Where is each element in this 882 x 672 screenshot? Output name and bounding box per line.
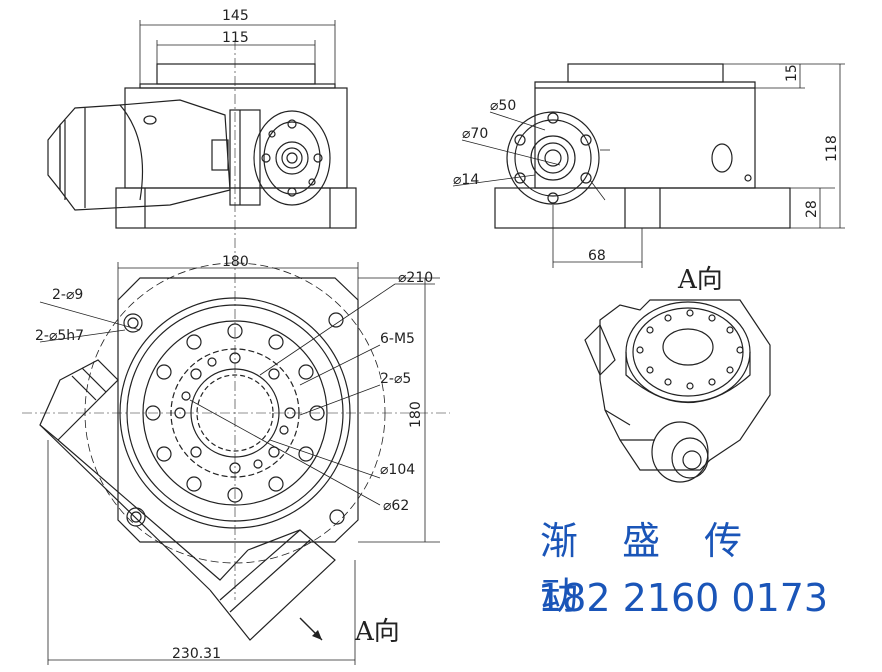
dim-115: 115: [222, 30, 249, 46]
iso-view: [584, 299, 771, 483]
dim-d210: ⌀210: [398, 270, 433, 286]
view-a-iso: A向: [677, 265, 723, 295]
dim-28: 28: [804, 200, 820, 218]
side-view: [452, 63, 845, 268]
brand-phone: 182 2160 0173: [538, 576, 829, 620]
dim-2d5: 2-⌀5: [380, 371, 411, 387]
dim-2d5h7: 2-⌀5h7: [35, 328, 84, 344]
dim-2d9: 2-⌀9: [52, 287, 83, 303]
dim-230: 230.31: [172, 646, 221, 662]
dim-d70: ⌀70: [462, 126, 488, 142]
dim-15: 15: [784, 64, 800, 82]
dim-d62: ⌀62: [383, 498, 409, 514]
dim-d104: ⌀104: [380, 462, 415, 478]
dim-d50: ⌀50: [490, 98, 516, 114]
dim-118: 118: [824, 135, 840, 162]
front-view: [47, 20, 357, 255]
dim-180-h: 180: [408, 401, 424, 428]
plan-view: [22, 255, 450, 665]
dim-d14: ⌀14: [453, 172, 479, 188]
view-a-plan: A向: [354, 617, 400, 647]
dim-68: 68: [588, 248, 606, 264]
brand-name: 渐 盛 传 动: [540, 519, 759, 618]
dim-145: 145: [222, 8, 249, 24]
dim-180-w: 180: [222, 254, 249, 270]
dim-6m5: 6-M5: [380, 331, 415, 347]
